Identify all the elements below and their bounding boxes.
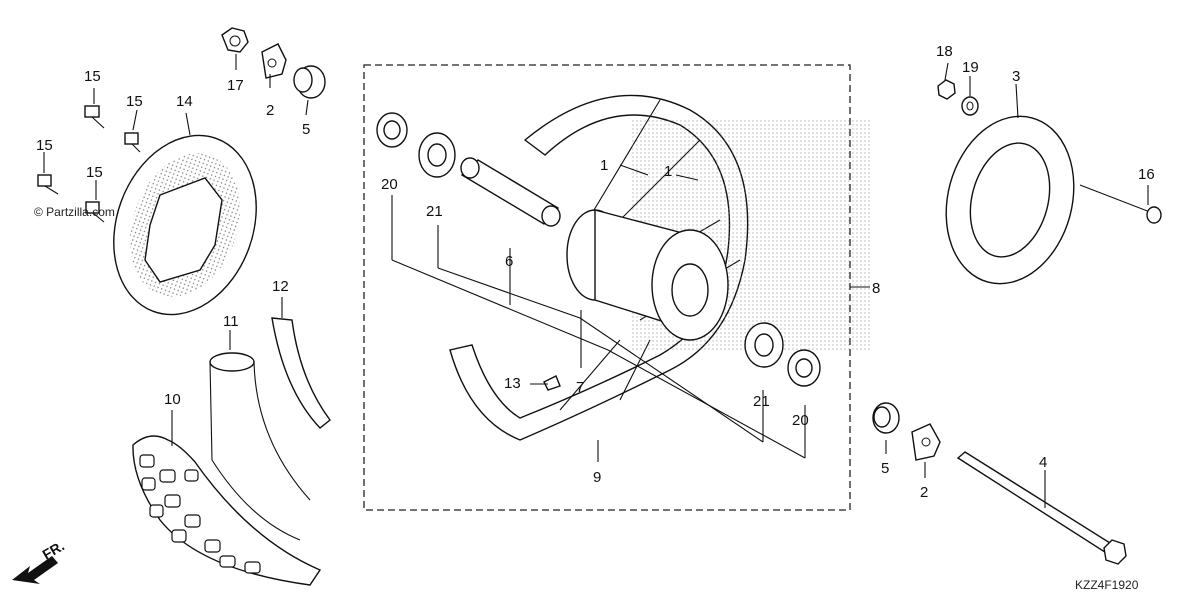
callout-2[interactable]: 2 — [920, 484, 928, 501]
callout-9[interactable]: 9 — [593, 469, 601, 486]
diagram-code: KZZ4F1920 — [1075, 578, 1139, 592]
bearing-left[interactable] — [418, 132, 456, 178]
callout-7[interactable]: 7 — [576, 379, 584, 396]
side-collar[interactable] — [872, 402, 900, 434]
sprocket-washer[interactable] — [961, 96, 979, 116]
dust-seal-left[interactable] — [376, 112, 408, 148]
callout-1[interactable]: 1 — [664, 163, 672, 180]
rim-band[interactable] — [271, 317, 331, 429]
callout-20[interactable]: 20 — [792, 412, 809, 429]
brake-disc[interactable] — [90, 115, 281, 334]
callout-14[interactable]: 14 — [176, 93, 193, 110]
tire[interactable] — [132, 435, 322, 586]
bearing-right[interactable] — [744, 322, 784, 368]
leader-lines — [43, 54, 1149, 508]
callout-1[interactable]: 1 — [600, 157, 608, 174]
disc-bolt[interactable] — [37, 174, 59, 195]
sprocket-nut[interactable] — [937, 79, 956, 100]
disc-bolt[interactable] — [84, 105, 105, 129]
callout-21[interactable]: 21 — [753, 393, 770, 410]
adjuster-plate[interactable] — [261, 43, 287, 79]
adjuster-plate[interactable] — [911, 423, 941, 461]
callout-15[interactable]: 15 — [36, 137, 53, 154]
callout-8[interactable]: 8 — [872, 280, 880, 297]
side-collar[interactable] — [293, 65, 326, 99]
callout-5[interactable]: 5 — [881, 460, 889, 477]
callout-15[interactable]: 15 — [84, 68, 101, 85]
inner-tube[interactable] — [209, 352, 311, 541]
callout-16[interactable]: 16 — [1138, 166, 1155, 183]
callout-18[interactable]: 18 — [936, 43, 953, 60]
dust-seal-right[interactable] — [787, 349, 821, 387]
callout-13[interactable]: 13 — [504, 375, 521, 392]
callout-17[interactable]: 17 — [227, 77, 244, 94]
disc-bolt[interactable] — [124, 132, 141, 153]
front-direction-arrow: FR. — [12, 537, 67, 584]
callout-19[interactable]: 19 — [962, 59, 979, 76]
callout-3[interactable]: 3 — [1012, 68, 1020, 85]
callout-5[interactable]: 5 — [302, 121, 310, 138]
callout-21[interactable]: 21 — [426, 203, 443, 220]
callout-12[interactable]: 12 — [272, 278, 289, 295]
rear-hub[interactable] — [566, 209, 729, 341]
spoke-nipple[interactable] — [543, 375, 561, 391]
rear-axle[interactable] — [956, 451, 1127, 565]
axle-nut[interactable] — [221, 27, 249, 53]
disc-bolt[interactable] — [85, 201, 105, 223]
wheel-assembly-frame — [363, 64, 851, 511]
callout-15[interactable]: 15 — [86, 164, 103, 181]
sprocket-bolt[interactable] — [1079, 184, 1162, 224]
driven-sprocket[interactable] — [928, 102, 1092, 298]
callout-11[interactable]: 11 — [223, 313, 239, 330]
callout-20[interactable]: 20 — [381, 176, 398, 193]
callout-15[interactable]: 15 — [126, 93, 143, 110]
distance-collar[interactable] — [460, 157, 561, 227]
callout-2[interactable]: 2 — [266, 102, 274, 119]
callout-4[interactable]: 4 — [1039, 454, 1047, 471]
callout-6[interactable]: 6 — [505, 253, 513, 270]
front-indicator-label: FR. — [40, 537, 68, 562]
watermark-text: © Partzilla.com — [34, 205, 115, 219]
callout-10[interactable]: 10 — [164, 391, 181, 408]
disc-bolt-group — [37, 105, 141, 223]
